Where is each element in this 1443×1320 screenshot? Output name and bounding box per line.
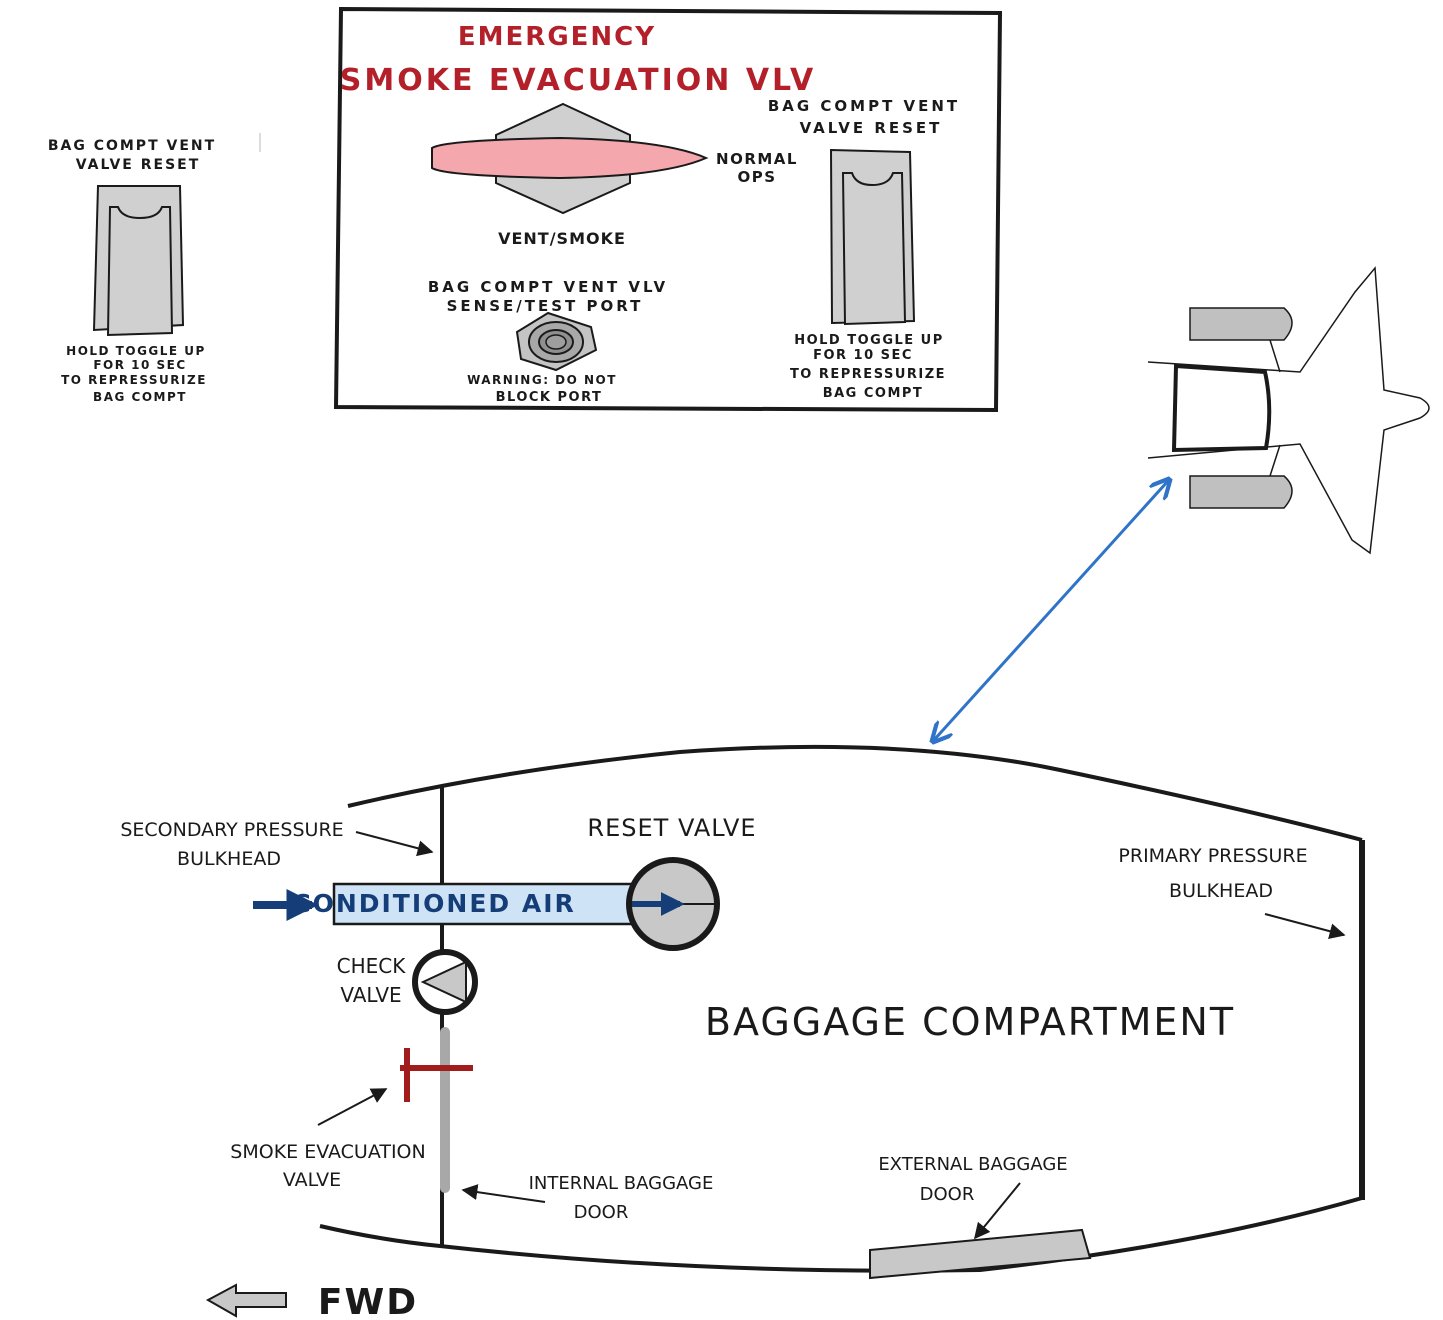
panel-toggle-switch[interactable] bbox=[829, 148, 916, 326]
aircraft-tail-top-view bbox=[1147, 266, 1430, 555]
knob-normal-label-line1: NORMAL bbox=[716, 150, 798, 168]
panel-switch-note-line3: TO REPRESSURIZE bbox=[790, 367, 946, 382]
left-switch-note-line4: BAG COMPT bbox=[93, 390, 187, 404]
secondary-bulkhead-label-line1: SECONDARY PRESSURE bbox=[120, 819, 343, 841]
port-label-line1: BAG COMPT VENT VLV bbox=[428, 278, 668, 296]
external-door-label-line2: DOOR bbox=[920, 1184, 975, 1205]
reset-valve bbox=[626, 857, 720, 951]
smoke-evac-leader bbox=[317, 1088, 388, 1126]
internal-door-label-line1: INTERNAL BAGGAGE bbox=[529, 1173, 714, 1194]
left-toggle-switch[interactable] bbox=[92, 185, 185, 337]
panel-switch-note-line4: BAG COMPT bbox=[823, 386, 924, 401]
port-warning-line2: BLOCK PORT bbox=[496, 390, 603, 405]
knob-normal-label-line2: OPS bbox=[737, 168, 776, 186]
panel-title-line1: EMERGENCY bbox=[458, 22, 656, 52]
left-switch-note-line3: TO REPRESSURIZE bbox=[61, 373, 207, 387]
primary-bulkhead-label-line1: PRIMARY PRESSURE bbox=[1118, 845, 1307, 867]
right-engine bbox=[1189, 475, 1293, 509]
knob-vent-smoke-label: VENT/SMOKE bbox=[498, 229, 626, 248]
upper-fuselage-line bbox=[347, 744, 1363, 842]
lower-fuselage-line bbox=[319, 1196, 1363, 1273]
panel-switch-label-line2: VALVE RESET bbox=[800, 119, 943, 137]
panel-switch-note-line2: FOR 10 SEC bbox=[813, 348, 913, 363]
reset-valve-label: RESET VALVE bbox=[587, 814, 756, 842]
left-switch-note-line2: FOR 10 SEC bbox=[93, 358, 186, 372]
smoke-evac-knob[interactable] bbox=[431, 102, 709, 215]
smoke-evacuation-valve bbox=[400, 1048, 473, 1102]
panel-title-line2: SMOKE EVACUATION VLV bbox=[340, 63, 816, 98]
check-valve-label-line2: VALVE bbox=[340, 983, 401, 1007]
external-baggage-door bbox=[869, 1228, 1092, 1280]
check-valve-label-line1: CHECK bbox=[337, 954, 407, 978]
left-switch-note-line1: HOLD TOGGLE UP bbox=[66, 344, 206, 358]
primary-bulkhead-label-line2: BULKHEAD bbox=[1169, 880, 1273, 902]
secondary-bulkhead-label-line2: BULKHEAD bbox=[177, 848, 281, 870]
forward-direction-indicator: FWD bbox=[205, 1282, 418, 1320]
smoke-evac-label-line2: VALVE bbox=[283, 1169, 341, 1191]
primary-bulkhead-leader bbox=[1264, 913, 1346, 940]
check-valve bbox=[412, 949, 478, 1015]
internal-door-leader bbox=[461, 1184, 546, 1203]
baggage-compartment-outline bbox=[1171, 363, 1272, 453]
external-door-leader bbox=[973, 1182, 1021, 1240]
tail-outline bbox=[1147, 266, 1430, 555]
secondary-bulkhead-leader bbox=[355, 831, 434, 857]
knob-pointer bbox=[431, 136, 709, 180]
internal-door-label-line2: DOOR bbox=[574, 1202, 629, 1223]
port-label-line2: SENSE/TEST PORT bbox=[447, 297, 644, 315]
left-engine bbox=[1189, 307, 1293, 341]
left-switch-label-line2: VALVE RESET bbox=[76, 157, 201, 173]
left-reset-switch-group: BAG COMPT VENT VALVE RESET HOLD TOGGLE U… bbox=[48, 133, 261, 404]
smoke-evac-label-line1: SMOKE EVACUATION bbox=[230, 1141, 425, 1163]
fwd-label: FWD bbox=[318, 1282, 418, 1320]
baggage-compartment-label: BAGGAGE COMPARTMENT bbox=[705, 1000, 1235, 1044]
compartment-side-view: CONDITIONED AIR RESET VALVE CHECK VALVE … bbox=[120, 744, 1365, 1280]
zoom-link-arrow bbox=[934, 481, 1168, 740]
conditioned-air-label: CONDITIONED AIR bbox=[292, 889, 576, 918]
panel-switch-note-line1: HOLD TOGGLE UP bbox=[794, 333, 944, 348]
left-switch-label-line1: BAG COMPT VENT bbox=[48, 138, 216, 154]
panel-switch-label-line1: BAG COMPT VENT bbox=[768, 97, 960, 115]
sense-test-port bbox=[515, 311, 598, 372]
port-warning-line1: WARNING: DO NOT bbox=[467, 373, 617, 387]
external-door-label-line1: EXTERNAL BAGGAGE bbox=[878, 1154, 1067, 1175]
fwd-arrow-icon bbox=[205, 1283, 287, 1318]
emergency-panel: EMERGENCY SMOKE EVACUATION VLV NORMAL OP… bbox=[333, 6, 1003, 413]
